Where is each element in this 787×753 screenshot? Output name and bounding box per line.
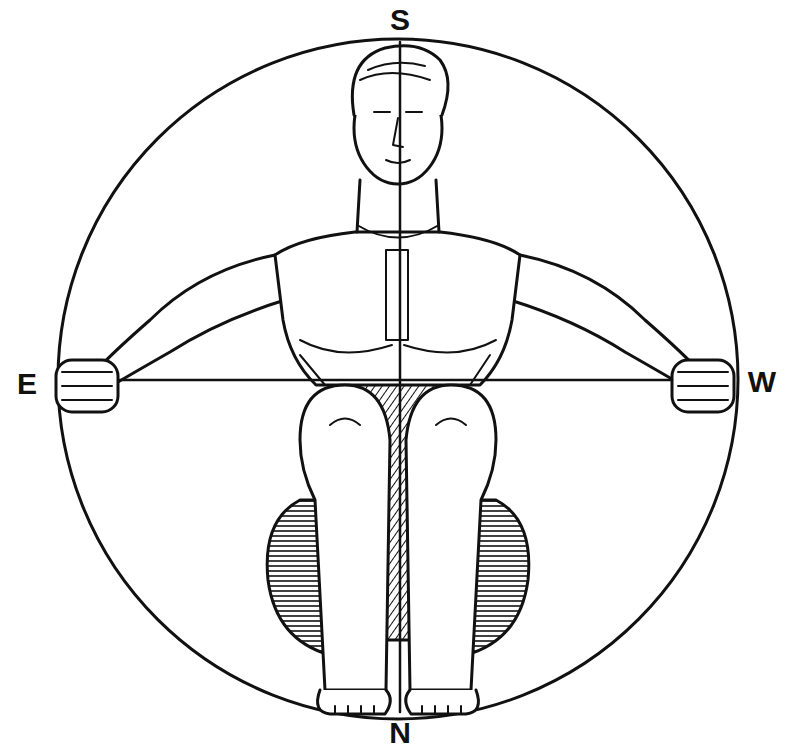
compass-label: W: [748, 367, 776, 397]
compass-label: E: [17, 369, 37, 399]
compass-label: S: [390, 5, 410, 35]
compass-label: N: [389, 718, 411, 748]
